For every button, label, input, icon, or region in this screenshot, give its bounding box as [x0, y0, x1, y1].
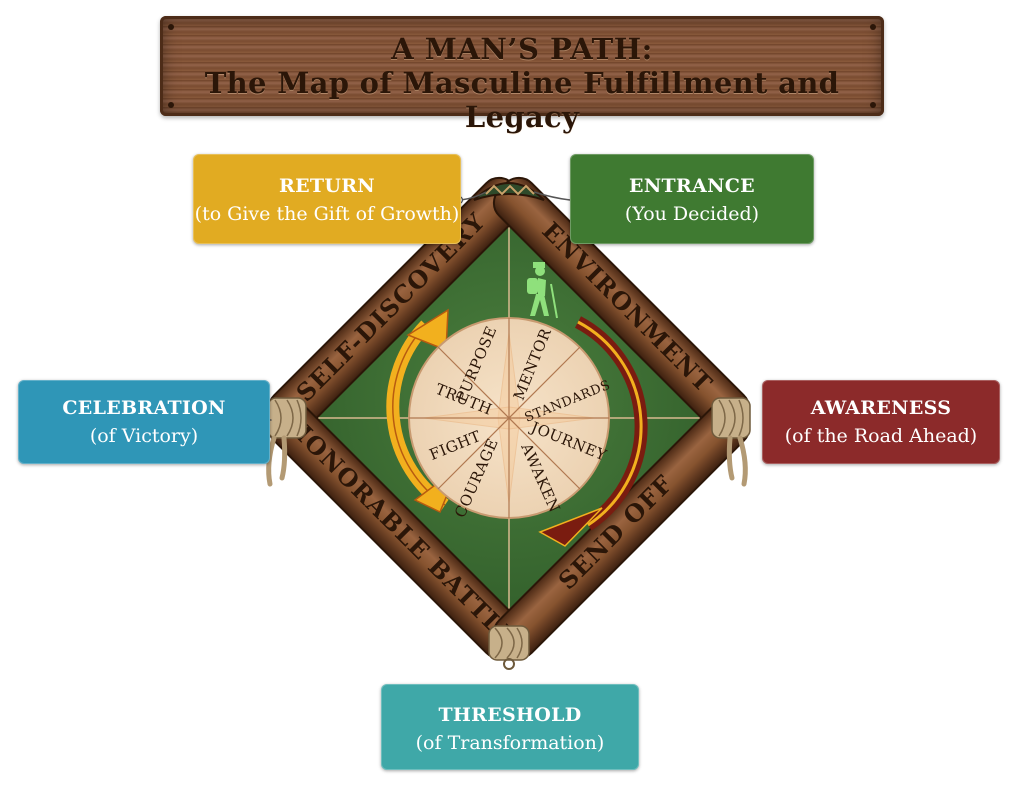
arrow-cycle-left-outline	[392, 324, 446, 506]
arrow-head-right	[538, 507, 603, 547]
tag-threshold: THRESHOLD (of Transformation)	[381, 684, 639, 770]
tag-entrance-sub: (You Decided)	[624, 203, 760, 225]
rope-knot-icon	[266, 397, 307, 487]
nail-icon	[870, 24, 876, 30]
corner-cap-top	[473, 182, 545, 201]
tag-entrance-label: ENTRANCE	[629, 175, 755, 197]
tag-awareness: AWARENESS (of the Road Ahead)	[762, 380, 1000, 464]
tag-celebration-sub: (of Victory)	[89, 425, 199, 447]
title-line-1: A MAN’S PATH:	[391, 32, 653, 66]
tag-threshold-label: THRESHOLD	[438, 704, 582, 726]
virtue-wheel	[408, 317, 610, 519]
hiker-icon	[527, 262, 558, 319]
tag-awareness-label: AWARENESS	[810, 397, 952, 419]
tag-threshold-sub: (of Transformation)	[415, 732, 605, 754]
tag-return: RETURN (to Give the Gift of Growth)	[193, 154, 461, 244]
title-sign: A MAN’S PATH: The Map of Masculine Fulfi…	[160, 16, 884, 134]
rope-knot-icon	[488, 625, 530, 670]
tag-awareness-sub: (of the Road Ahead)	[784, 425, 978, 447]
nail-icon	[168, 102, 174, 108]
tag-return-sub: (to Give the Gift of Growth)	[194, 203, 460, 225]
arrow-cycle-right-inner	[577, 320, 643, 527]
rope-knot-icon	[711, 397, 751, 487]
arrow-head-left	[406, 308, 449, 352]
nail-icon	[168, 24, 174, 30]
nail-icon	[870, 102, 876, 108]
tag-string	[460, 191, 487, 201]
tag-entrance: ENTRANCE (You Decided)	[570, 154, 814, 244]
tag-celebration: CELEBRATION (of Victory)	[18, 380, 270, 464]
title-line-2: The Map of Masculine Fulfillment and Leg…	[204, 66, 840, 134]
tag-celebration-label: CELEBRATION	[62, 397, 226, 419]
tag-return-label: RETURN	[279, 175, 375, 197]
tag-string	[533, 191, 571, 201]
